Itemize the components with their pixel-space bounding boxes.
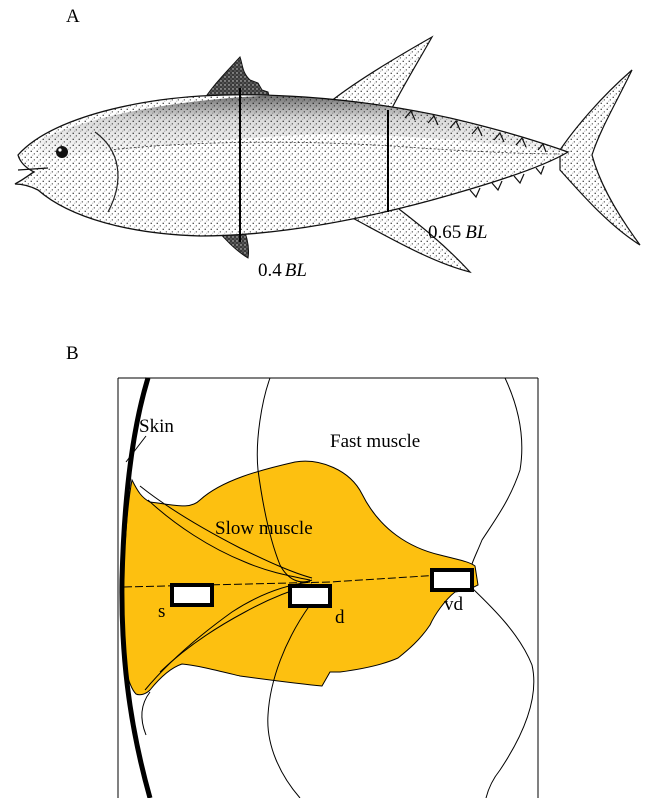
site-d-label: d xyxy=(335,607,345,628)
eye xyxy=(56,146,68,158)
recording-site-s xyxy=(172,585,212,605)
fast-muscle-label: Fast muscle xyxy=(330,431,420,452)
site-s-label: s xyxy=(158,601,165,622)
fast-muscle-boundary-top-right xyxy=(472,378,522,564)
recording-site-vd xyxy=(432,570,472,590)
caudal-fin xyxy=(560,70,640,245)
skin-label: Skin xyxy=(139,416,174,437)
recording-site-d xyxy=(290,586,330,606)
site-vd-label: vd xyxy=(444,594,464,615)
slow-muscle-label: Slow muscle xyxy=(215,518,313,539)
fast-muscle-boundary-lower-left xyxy=(142,692,150,735)
tuna-illustration xyxy=(15,37,640,272)
eye-highlight xyxy=(58,148,61,151)
cross-section-diagram xyxy=(118,378,538,798)
fast-muscle-boundary-lower-right xyxy=(472,588,534,798)
